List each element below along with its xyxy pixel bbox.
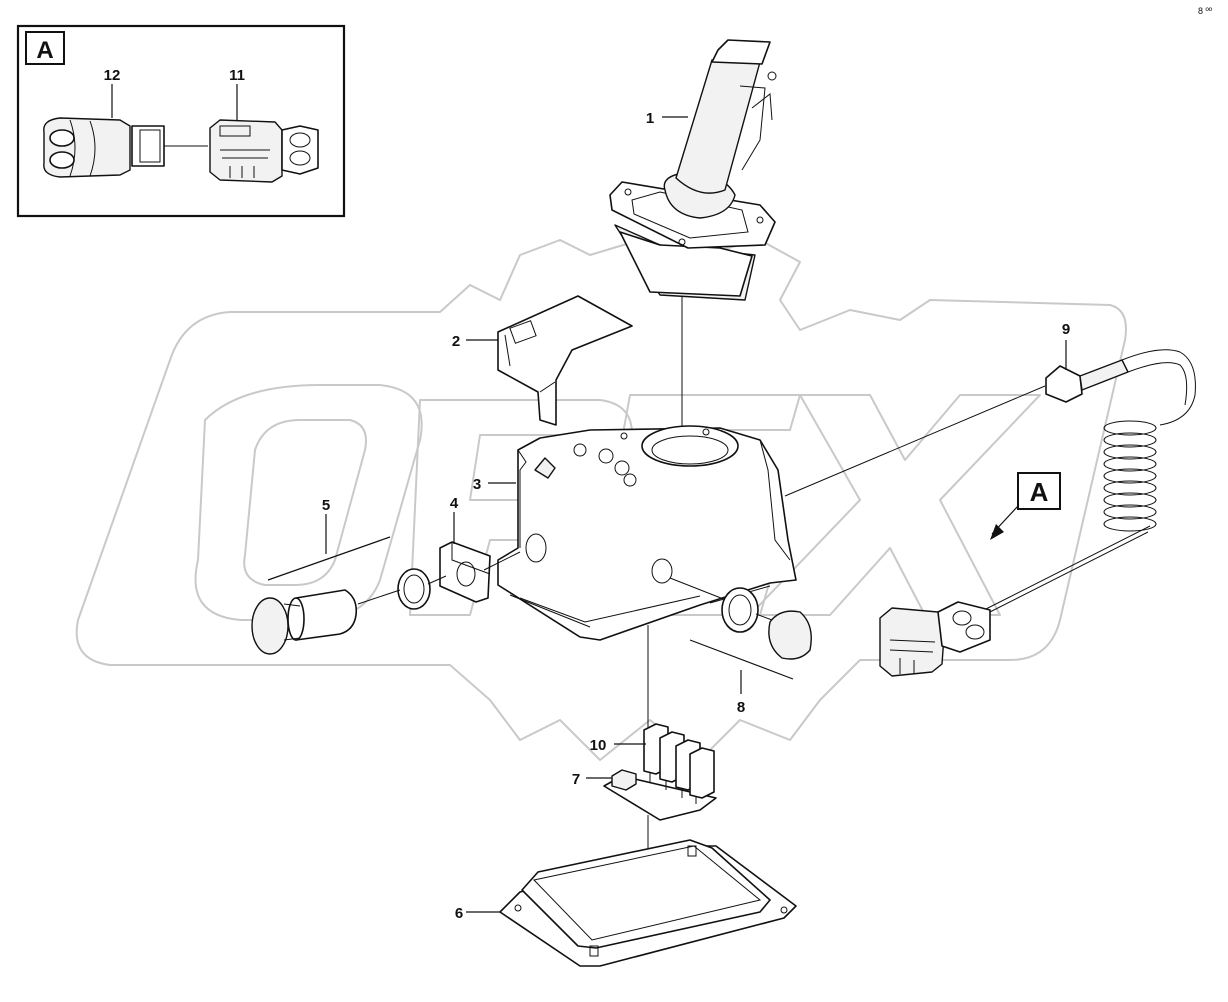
callout-2: 2 [452, 333, 460, 350]
callout-9: 9 [1062, 321, 1070, 338]
callout-12: 12 [104, 67, 121, 84]
view-marker-letter: A [1030, 477, 1049, 507]
part-11-connector [209, 119, 319, 183]
leader-lines [325, 116, 1067, 913]
part-2-bracket [497, 295, 633, 426]
part-1-joystick [609, 39, 777, 301]
callout-11: 11 [229, 67, 245, 84]
callout-3: 3 [473, 476, 481, 493]
inset-view-a: A [16, 24, 346, 218]
part-5-push-button [251, 536, 521, 655]
corner-mark: 8 ºº [1198, 6, 1213, 16]
callout-10: 10 [590, 737, 607, 754]
part-12-connector [43, 117, 165, 178]
part-6-gasket [499, 839, 797, 967]
part-3-housing [497, 425, 797, 641]
view-marker-a: A [990, 472, 1061, 540]
callout-5: 5 [322, 497, 330, 514]
callout-7: 7 [572, 771, 580, 788]
callout-6: 6 [455, 905, 463, 922]
part-9-cable [784, 349, 1196, 677]
callout-4: 4 [450, 495, 459, 512]
callout-labels: 12 11 1 2 9 3 4 5 8 10 7 6 8 ºº [104, 6, 1213, 922]
callout-8: 8 [737, 699, 745, 716]
callout-1: 1 [646, 110, 654, 127]
inset-letter: A [36, 37, 53, 64]
part-7-fuse [611, 769, 637, 791]
part-8-cap [669, 577, 812, 680]
part-4-nut [439, 541, 491, 603]
